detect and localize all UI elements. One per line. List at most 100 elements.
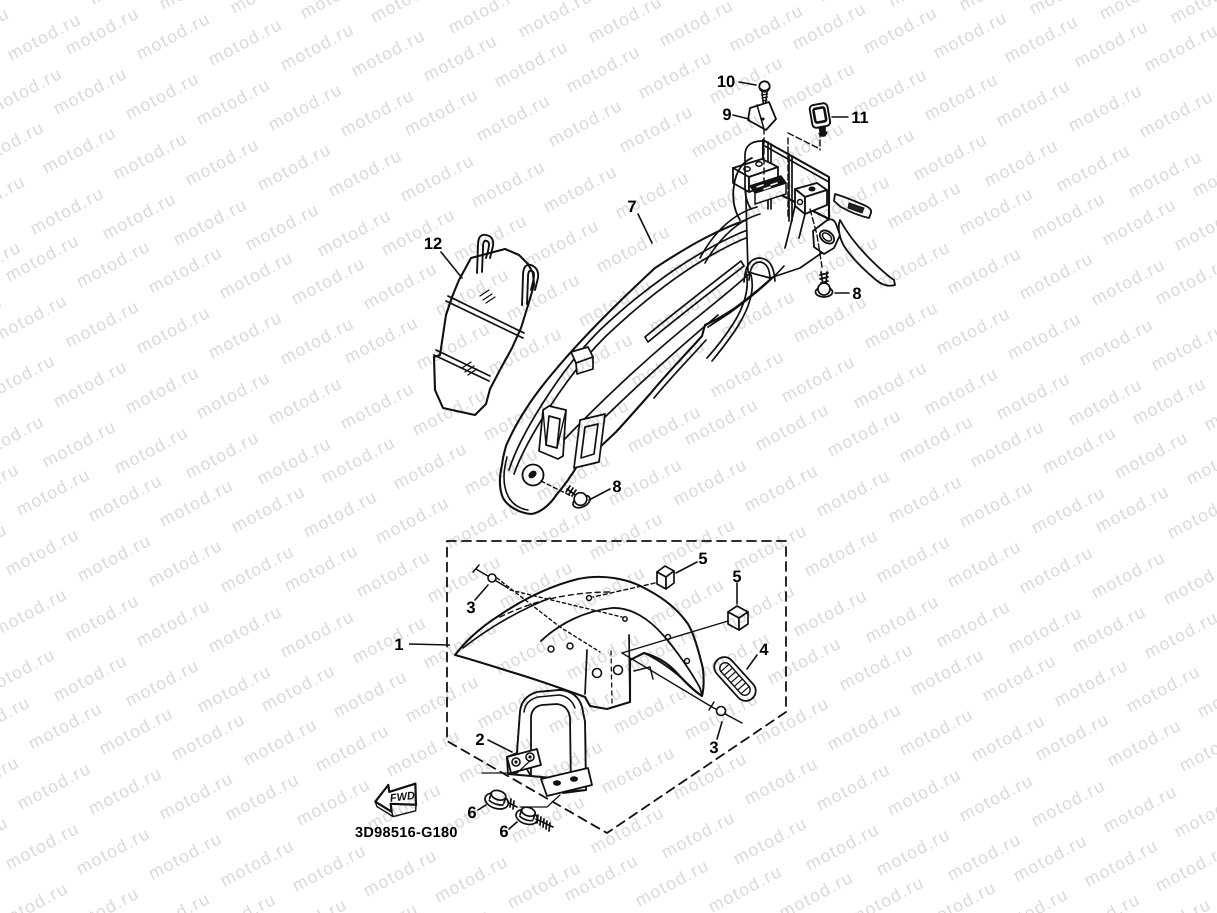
svg-text:motod.ru: motod.ru — [802, 819, 883, 875]
svg-text:motod.ru: motod.ru — [921, 69, 1002, 125]
svg-text:motod.ru: motod.ru — [409, 384, 490, 440]
svg-text:motod.ru: motod.ru — [62, 590, 143, 646]
svg-text:motod.ru: motod.ru — [896, 411, 977, 467]
svg-text:motod.ru: motod.ru — [73, 823, 154, 879]
svg-text:motod.ru: motod.ru — [182, 134, 263, 190]
svg-text:motod.ru: motod.ru — [861, 297, 942, 353]
svg-text:motod.ru: motod.ru — [265, 373, 346, 429]
svg-text:motod.ru: motod.ru — [353, 546, 434, 602]
svg-text:motod.ru: motod.ru — [341, 899, 422, 913]
svg-text:motod.ru: motod.ru — [981, 135, 1062, 191]
svg-text:motod.ru: motod.ru — [718, 286, 799, 342]
svg-text:motod.ru: motod.ru — [776, 867, 857, 913]
svg-text:motod.ru: motod.ru — [133, 888, 214, 913]
svg-text:motod.ru: motod.ru — [585, 0, 666, 47]
svg-text:motod.ru: motod.ru — [364, 779, 445, 835]
svg-text:motod.ru: motod.ru — [646, 281, 727, 337]
svg-text:motod.ru: motod.ru — [496, 557, 577, 613]
svg-text:motod.ru: motod.ru — [665, 226, 746, 282]
svg-text:motod.ru: motod.ru — [1104, 715, 1185, 771]
svg-text:motod.ru: motod.ru — [910, 129, 991, 185]
svg-text:9: 9 — [722, 106, 731, 124]
svg-text:motod.ru: motod.ru — [193, 74, 274, 130]
svg-text:motod.ru: motod.ru — [281, 540, 362, 596]
svg-text:motod.ru: motod.ru — [896, 704, 977, 760]
svg-text:motod.ru: motod.ru — [628, 335, 709, 391]
svg-text:motod.ru: motod.ru — [420, 617, 501, 673]
svg-text:motod.ru: motod.ru — [752, 399, 833, 455]
svg-text:motod.ru: motod.ru — [265, 79, 346, 135]
svg-text:motod.ru: motod.ru — [228, 481, 309, 537]
svg-text:motod.ru: motod.ru — [1134, 894, 1215, 913]
svg-text:motod.ru: motod.ru — [1148, 319, 1217, 375]
svg-text:motod.ru: motod.ru — [1088, 547, 1169, 603]
svg-text:motod.ru: motod.ru — [390, 438, 471, 494]
svg-text:motod.ru: motod.ru — [122, 362, 203, 418]
svg-text:10: 10 — [717, 73, 735, 91]
svg-text:motod.ru: motod.ru — [979, 650, 1060, 706]
svg-text:motod.ru: motod.ru — [605, 454, 686, 510]
svg-text:motod.ru: motod.ru — [0, 584, 71, 640]
svg-text:motod.ru: motod.ru — [50, 63, 131, 119]
svg-text:motod.ru: motod.ru — [705, 861, 786, 913]
svg-text:motod.ru: motod.ru — [515, 0, 596, 42]
svg-text:motod.ru: motod.ru — [133, 8, 214, 64]
svg-text:motod.ru: motod.ru — [610, 682, 691, 738]
svg-text:motod.ru: motod.ru — [450, 210, 531, 266]
svg-text:8: 8 — [612, 478, 621, 496]
svg-text:motod.ru: motod.ru — [752, 693, 833, 749]
svg-text:motod.ru: motod.ru — [492, 623, 573, 679]
svg-text:motod.ru: motod.ru — [436, 785, 517, 841]
svg-text:motod.ru: motod.ru — [258, 660, 339, 716]
svg-text:motod.ru: motod.ru — [170, 194, 251, 250]
svg-text:motod.ru: motod.ru — [764, 633, 845, 689]
svg-text:motod.ru: motod.ru — [873, 824, 954, 880]
svg-text:3D98516-G180: 3D98516-G180 — [355, 825, 458, 841]
svg-text:motod.ru: motod.ru — [27, 183, 108, 239]
svg-text:motod.ru: motod.ru — [300, 486, 381, 542]
svg-text:motod.ru: motod.ru — [288, 253, 369, 309]
svg-text:motod.ru: motod.ru — [73, 236, 154, 292]
svg-text:motod.ru: motod.ru — [741, 460, 822, 516]
svg-text:motod.ru: motod.ru — [718, 580, 799, 636]
svg-text:motod.ru: motod.ru — [991, 884, 1072, 913]
svg-text:motod.ru: motod.ru — [473, 90, 554, 146]
svg-text:motod.ru: motod.ru — [1065, 80, 1146, 136]
svg-text:motod.ru: motod.ru — [575, 275, 656, 331]
svg-text:motod.ru: motod.ru — [813, 465, 894, 521]
svg-text:motod.ru: motod.ru — [424, 551, 505, 607]
svg-text:motod.ru: motod.ru — [145, 828, 226, 884]
svg-text:motod.ru: motod.ru — [850, 64, 931, 120]
svg-text:motod.ru: motod.ru — [930, 7, 1011, 63]
svg-text:motod.ru: motod.ru — [1016, 542, 1097, 598]
svg-text:8: 8 — [852, 285, 861, 303]
svg-text:motod.ru: motod.ru — [836, 639, 917, 695]
svg-text:motod.ru: motod.ru — [1100, 781, 1181, 837]
svg-text:motod.ru: motod.ru — [372, 492, 453, 548]
svg-text:motod.ru: motod.ru — [133, 302, 214, 358]
svg-text:motod.ru: motod.ru — [13, 464, 94, 520]
svg-text:motod.ru: motod.ru — [205, 307, 286, 363]
svg-text:motod.ru: motod.ru — [432, 264, 513, 320]
svg-text:motod.ru: motod.ru — [1171, 199, 1217, 255]
svg-text:motod.ru: motod.ru — [540, 161, 621, 217]
svg-text:motod.ru: motod.ru — [616, 101, 697, 157]
svg-text:motod.ru: motod.ru — [919, 877, 1000, 913]
svg-text:motod.ru: motod.ru — [635, 47, 716, 103]
svg-text:motod.ru: motod.ru — [227, 0, 308, 18]
svg-text:motod.ru: motod.ru — [1051, 655, 1132, 711]
svg-text:motod.ru: motod.ru — [706, 52, 787, 108]
svg-text:motod.ru: motod.ru — [873, 237, 954, 293]
svg-text:motod.ru: motod.ru — [568, 562, 649, 618]
svg-text:motod.ru: motod.ru — [485, 323, 566, 379]
svg-text:motod.ru: motod.ru — [1071, 16, 1152, 72]
svg-text:motod.ru: motod.ru — [907, 644, 988, 700]
svg-text:motod.ru: motod.ru — [1010, 830, 1091, 886]
svg-text:motod.ru: motod.ru — [145, 242, 226, 298]
svg-text:motod.ru: motod.ru — [337, 378, 418, 434]
svg-text:motod.ru: motod.ru — [741, 753, 822, 809]
svg-text:motod.ru: motod.ru — [122, 68, 203, 124]
svg-text:motod.ru: motod.ru — [813, 759, 894, 815]
svg-text:motod.ru: motod.ru — [1123, 661, 1204, 717]
svg-text:motod.ru: motod.ru — [0, 350, 59, 406]
